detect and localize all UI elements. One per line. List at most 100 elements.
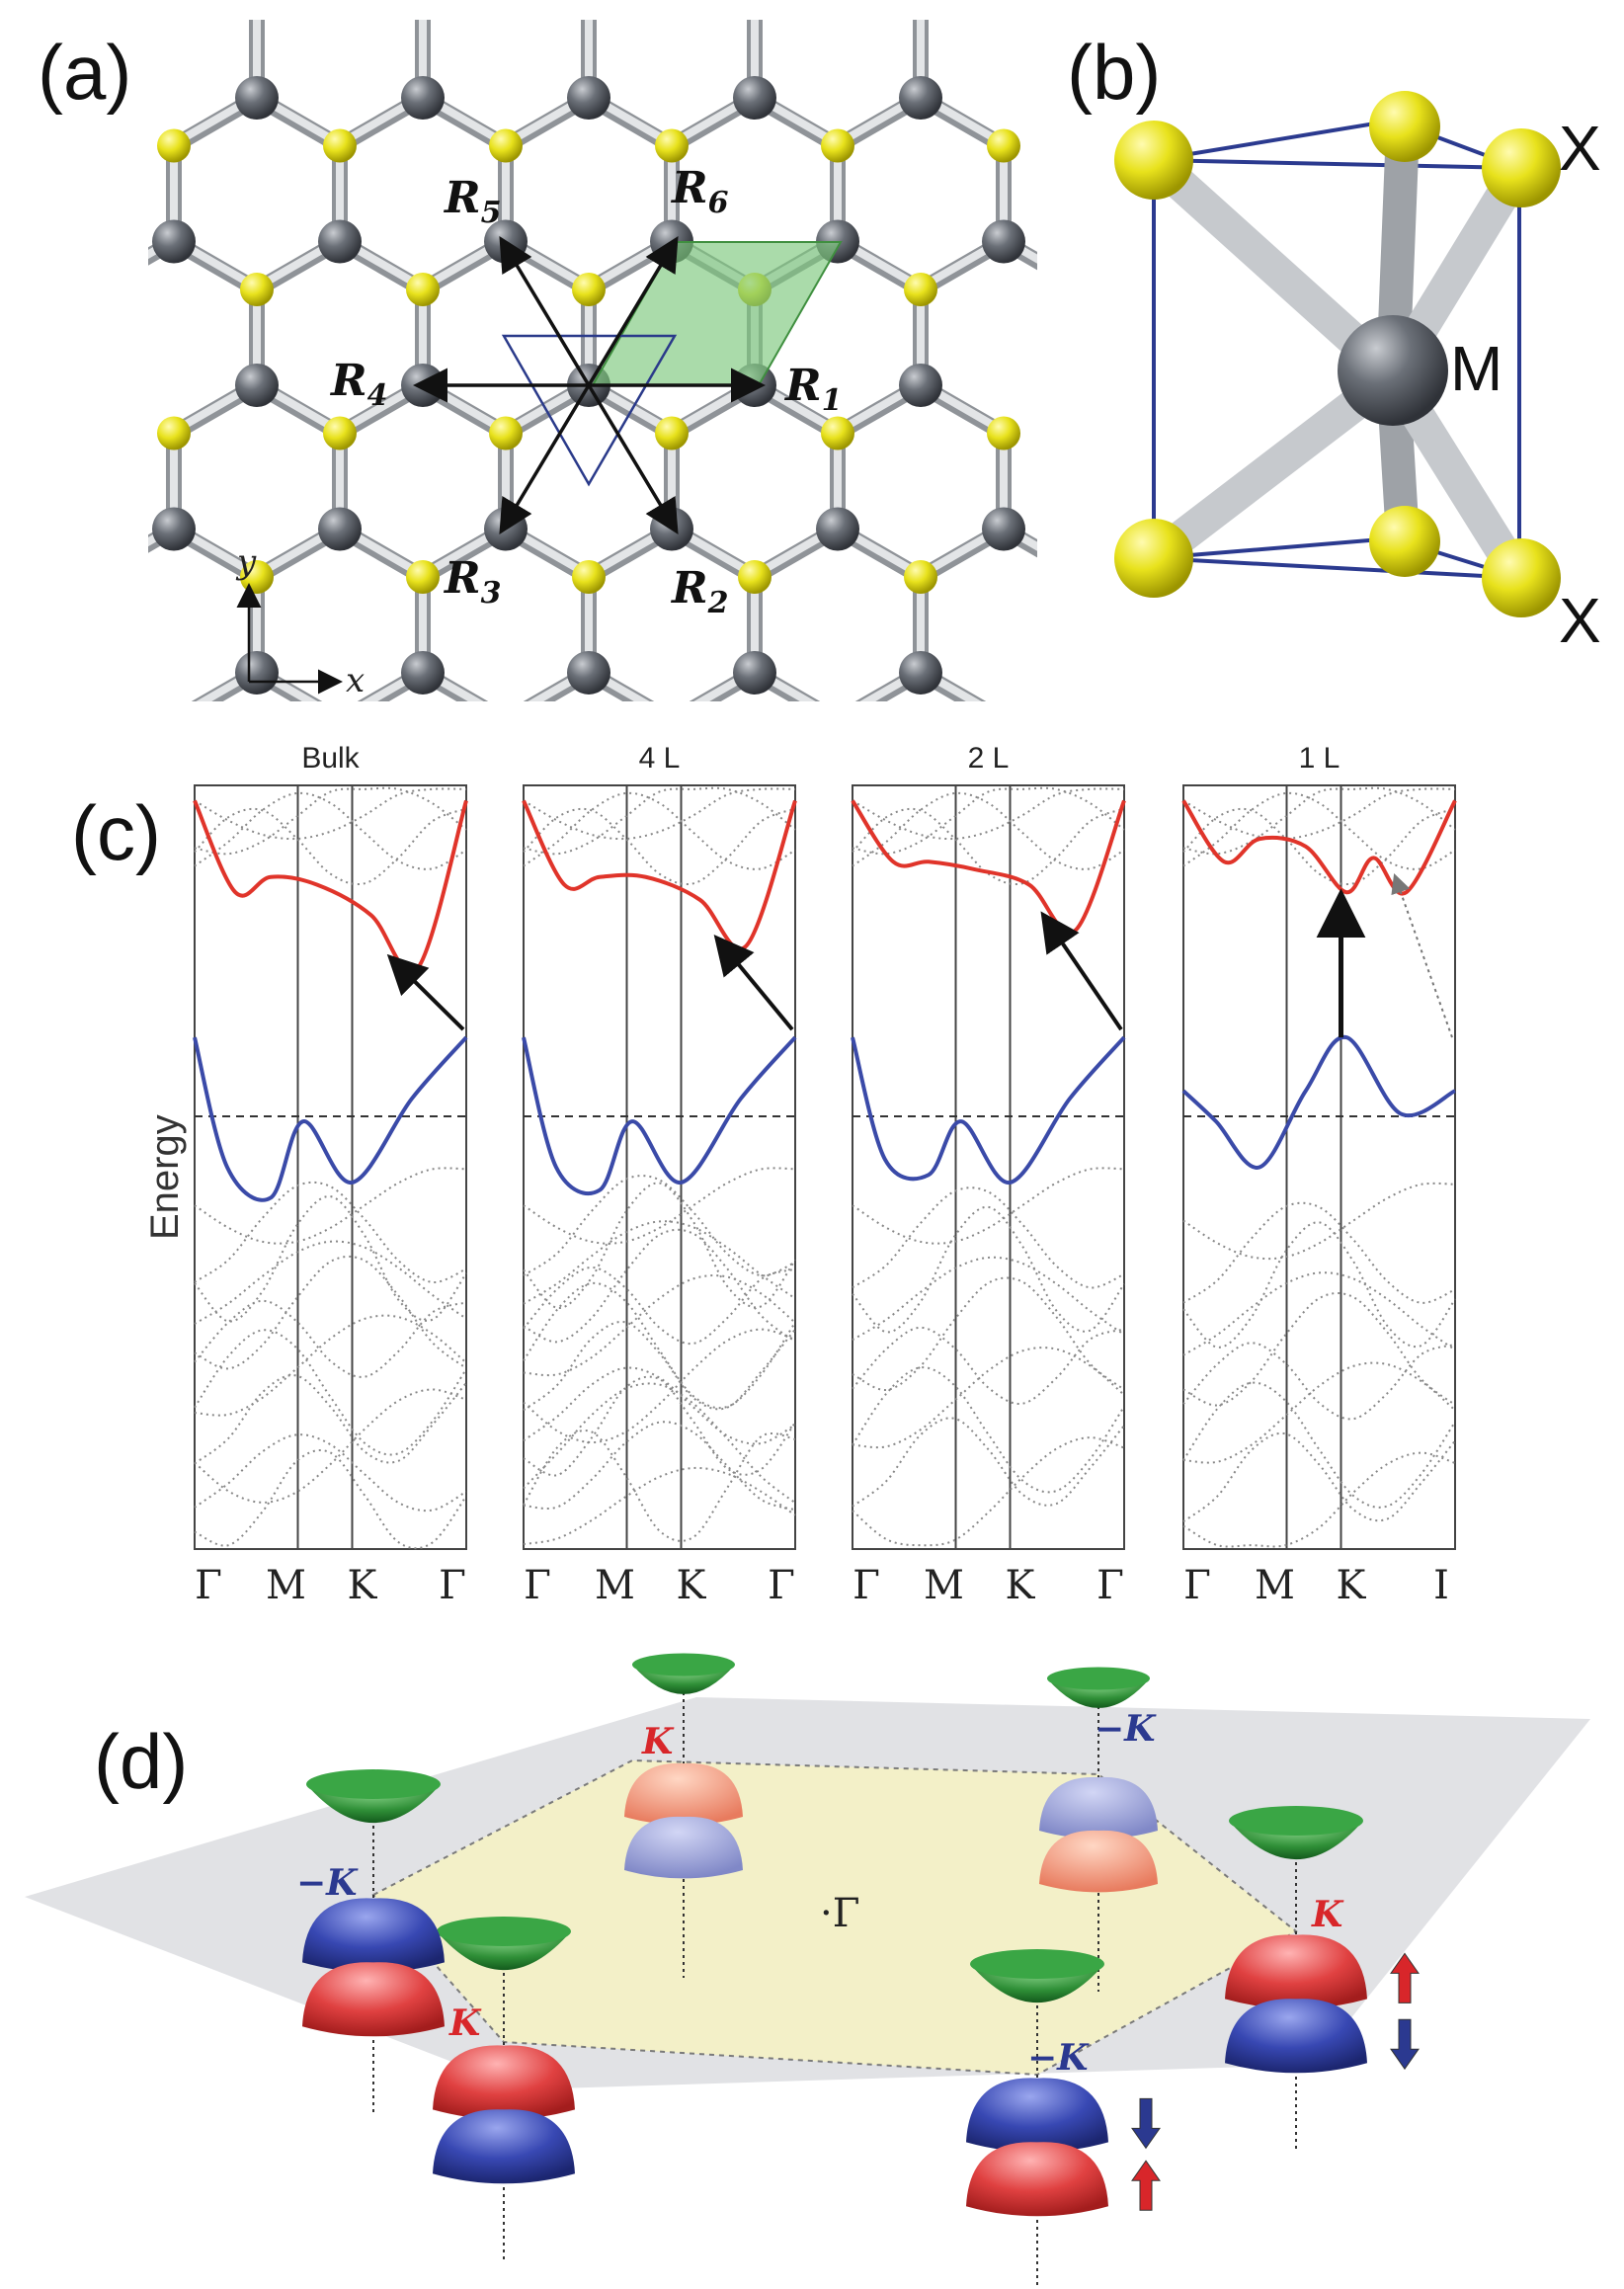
vector-arrow-r5 bbox=[499, 235, 591, 386]
band-gap-arrow bbox=[386, 953, 465, 1031]
spin-down-arrow bbox=[1131, 2097, 1161, 2150]
metal-atom bbox=[1338, 315, 1448, 426]
k-point-tick-label: Γ bbox=[195, 1563, 222, 1608]
cone-rim bbox=[1229, 1806, 1363, 1836]
metal-atom bbox=[235, 364, 279, 407]
metal-atom bbox=[567, 650, 610, 695]
valence-band bbox=[1181, 1035, 1456, 1170]
chalcogen-atom bbox=[157, 128, 191, 163]
chalcogen-atom bbox=[489, 128, 523, 163]
metal-atom bbox=[650, 507, 693, 551]
panel-b-label: (b) bbox=[1067, 29, 1161, 116]
k-point-tick-label: K bbox=[1006, 1563, 1036, 1608]
valley-label-minus-k: −K bbox=[1027, 2037, 1090, 2079]
valence-band bbox=[193, 1035, 468, 1202]
valleys: K−KK−KK−K bbox=[296, 1653, 1420, 2289]
valence-subband bbox=[194, 1374, 467, 1465]
valence-subband bbox=[523, 1375, 796, 1477]
valence-subband bbox=[1182, 1291, 1456, 1407]
label-r2: R2 bbox=[670, 563, 728, 620]
valence-subband bbox=[852, 1276, 1125, 1391]
valence-subband bbox=[523, 1182, 796, 1309]
spin-up-valence-dome bbox=[966, 2142, 1108, 2217]
k-point-tick-label: K bbox=[348, 1563, 378, 1608]
chalcogen-atom bbox=[323, 128, 357, 163]
valence-subband bbox=[523, 1421, 796, 1512]
panel-a: (a) R1 R2 R3 R4 R5 R6 y x bbox=[38, 0, 1037, 701]
metal-atom bbox=[899, 76, 942, 121]
spin-down-arrow bbox=[1390, 2018, 1420, 2071]
spin-down-valence-dome bbox=[433, 2109, 575, 2184]
valley-2: −K bbox=[1039, 1667, 1158, 1992]
valence-subband bbox=[1182, 1361, 1456, 1464]
cone-rim bbox=[1047, 1667, 1150, 1690]
valence-subband bbox=[523, 1274, 796, 1377]
panel-title: Bulk bbox=[301, 742, 360, 775]
conduction-subband bbox=[194, 807, 467, 885]
honeycomb-lattice bbox=[148, 0, 1037, 701]
metal-atom bbox=[899, 650, 942, 695]
conduction-subband bbox=[523, 791, 796, 870]
chalcogen-atom bbox=[406, 559, 440, 594]
conduction-band bbox=[1181, 799, 1457, 896]
panel-d: (d) ·Γ K−KK−KK−K bbox=[25, 1653, 1590, 2289]
valley-4: −K bbox=[966, 1949, 1161, 2289]
k-point-tick-label: Γ bbox=[524, 1563, 551, 1608]
label-r5: R5 bbox=[443, 173, 501, 230]
k-point-tick-label: M bbox=[1255, 1563, 1295, 1608]
k-point-tick-label: Γ bbox=[853, 1563, 880, 1608]
metal-atom bbox=[401, 76, 445, 121]
vector-arrow-r2 bbox=[587, 384, 679, 535]
valence-subband bbox=[194, 1195, 467, 1323]
valley-label-minus-k: −K bbox=[296, 1862, 359, 1904]
spin-up-valence-dome bbox=[433, 2045, 575, 2120]
chalcogen-atom bbox=[904, 0, 937, 19]
band-gap-arrow bbox=[713, 934, 794, 1031]
chalcogen-atom bbox=[1482, 128, 1561, 207]
nearest-neighbour-triangle bbox=[501, 334, 678, 487]
k-point-tick-label: K bbox=[1337, 1563, 1367, 1608]
label-r1: R1 bbox=[783, 361, 842, 418]
vector-labels: R1 R2 R3 R4 R5 R6 bbox=[329, 163, 842, 620]
chalcogen-atom bbox=[406, 0, 440, 19]
valence-subband bbox=[1182, 1201, 1456, 1304]
metal-atom bbox=[567, 76, 610, 121]
label-r3: R3 bbox=[443, 553, 501, 611]
panel-title: 4 L bbox=[639, 742, 681, 775]
valley-1: K bbox=[624, 1653, 743, 1978]
valley-5: K bbox=[433, 1917, 575, 2259]
metal-atom bbox=[152, 507, 196, 551]
chalcogen-atom bbox=[987, 416, 1020, 450]
conduction-band bbox=[522, 799, 797, 951]
conduction-subband bbox=[852, 787, 1125, 841]
axis-x-label: x bbox=[346, 661, 365, 700]
conduction-subband bbox=[852, 791, 1125, 870]
valence-subband bbox=[194, 1240, 467, 1325]
valence-subband bbox=[523, 1266, 796, 1346]
spin-up-valence-dome bbox=[302, 1962, 445, 2037]
conduction-subband bbox=[852, 786, 1125, 856]
conduction-band bbox=[193, 799, 468, 975]
spin-down-valence-dome bbox=[302, 1898, 445, 1973]
metal-atom bbox=[484, 507, 528, 551]
valence-subband bbox=[1182, 1431, 1456, 1522]
valence-subband bbox=[194, 1314, 467, 1417]
chalcogen-atom bbox=[1369, 506, 1440, 577]
valence-subband bbox=[523, 1228, 796, 1344]
conduction-subband bbox=[194, 787, 467, 841]
conduction-subband bbox=[1182, 787, 1456, 841]
k-point-tick-label: M bbox=[595, 1563, 635, 1608]
panel-frame bbox=[852, 784, 1125, 1550]
spin-down-valence-dome bbox=[1225, 1999, 1367, 2074]
chalcogen-atom bbox=[1114, 121, 1193, 200]
valence-subband bbox=[194, 1299, 467, 1378]
panel-b: (b) X M X bbox=[1067, 29, 1601, 656]
valence-subband bbox=[852, 1326, 1125, 1405]
metal-atom bbox=[733, 650, 776, 695]
panel-title: 1 L bbox=[1299, 742, 1340, 775]
valence-subband bbox=[523, 1382, 796, 1505]
valence-subband bbox=[523, 1167, 796, 1245]
